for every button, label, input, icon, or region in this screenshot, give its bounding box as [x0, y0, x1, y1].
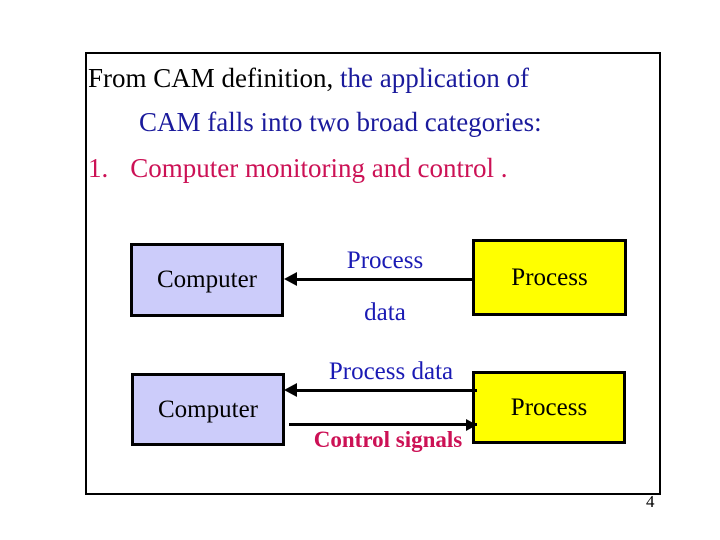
body-line-2-blue: CAM falls into two broad categories: — [139, 107, 542, 137]
diagram-row2-control-signals-line — [289, 423, 477, 426]
diagram-row1-computer-label: Computer — [157, 266, 257, 293]
slide-body-text: From CAM definition, the application of … — [88, 56, 658, 190]
diagram-row1-process-label: Process — [511, 263, 588, 291]
diagram-row2-process-box: Process — [472, 371, 626, 444]
diagram-row2-control-signals-label: Control signals — [313, 427, 463, 452]
diagram-row1-edge-label-top: Process — [346, 247, 424, 274]
body-line-2: CAM falls into two broad categories: — [88, 100, 658, 144]
diagram-row1-process-box: Process — [472, 239, 627, 316]
diagram-row2-process-label: Process — [510, 393, 588, 421]
list-item-1: 1. Computer monitoring and control . — [88, 146, 658, 190]
list-item-1-marker: 1. — [88, 153, 109, 183]
body-line-1: From CAM definition, the application of — [88, 56, 658, 100]
body-line-1-black: From CAM definition, — [88, 63, 334, 93]
diagram-row1-computer-box: Computer — [130, 243, 284, 317]
diagram-row2-computer-label: Computer — [158, 395, 258, 423]
diagram-row2-process-data-line — [289, 389, 477, 392]
list-item-1-text: Computer monitoring and control . — [130, 153, 508, 183]
body-line-1-blue: the application of — [333, 63, 529, 93]
page-number: 4 — [646, 492, 655, 511]
diagram-row1-edge-label-bottom: data — [364, 299, 406, 326]
diagram-row2-arrowhead-left-icon — [284, 383, 297, 397]
diagram-row1-connector-line — [289, 278, 475, 281]
diagram-row1-arrowhead-left-icon — [284, 272, 297, 286]
diagram-row2-arrowhead-right-icon — [466, 419, 477, 431]
diagram-row2-computer-box: Computer — [131, 373, 285, 446]
diagram-row1-edge-label: Process data — [300, 243, 470, 331]
diagram-row2-process-data-label: Process data — [328, 358, 454, 385]
